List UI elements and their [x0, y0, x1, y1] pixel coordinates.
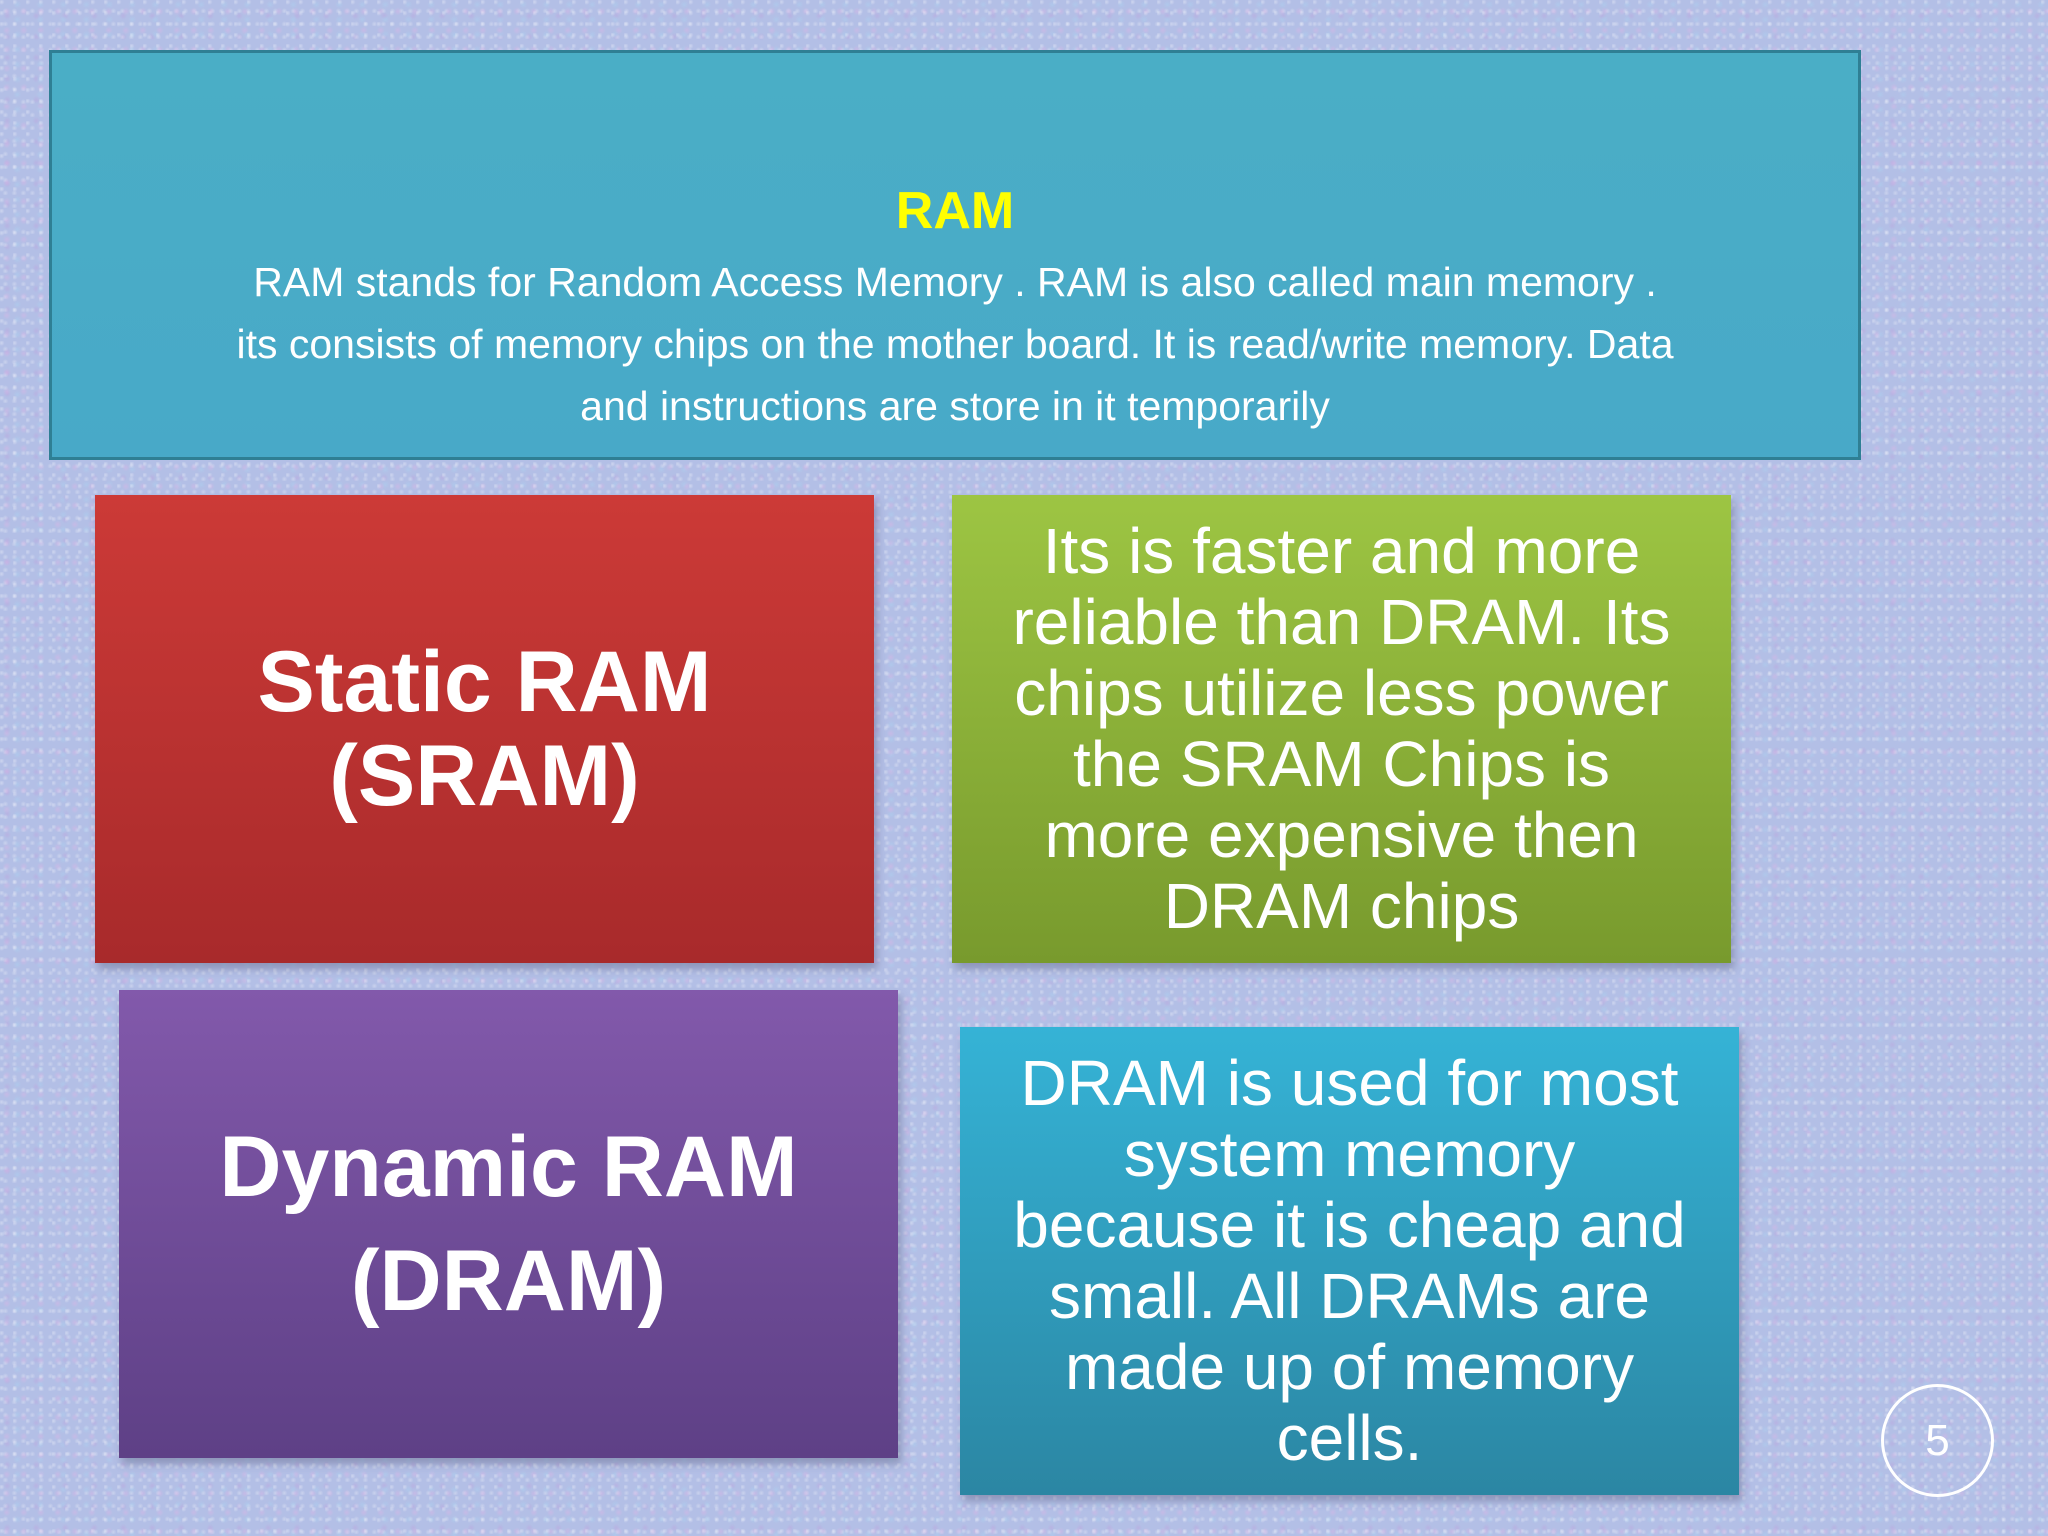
ram-definition-line-1: RAM stands for Random Access Memory . RA… — [253, 259, 1657, 305]
dynamic-ram-description-line: system memory — [1123, 1118, 1576, 1190]
dynamic-ram-description: DRAM is used for most system memory beca… — [1013, 1048, 1685, 1474]
dynamic-ram-description-line: DRAM is used for most — [1020, 1047, 1679, 1119]
ram-definition-line-3: and instructions are store in it tempora… — [580, 383, 1330, 429]
static-ram-description-line: DRAM chips — [1163, 870, 1520, 942]
dynamic-ram-description-line: because it is cheap and — [1013, 1189, 1686, 1261]
static-ram-name: Static RAM — [257, 634, 712, 730]
static-ram-description: Its is faster and more reliable than DRA… — [1012, 516, 1670, 942]
ram-title: RAM — [895, 182, 1015, 240]
static-ram-tile: Static RAM (SRAM) — [95, 495, 874, 963]
dynamic-ram-description-line: cells. — [1276, 1402, 1423, 1474]
static-ram-description-line: reliable than DRAM. Its — [1012, 586, 1671, 658]
dynamic-ram-abbreviation: (DRAM) — [350, 1233, 667, 1329]
slide-number: 5 — [1925, 1415, 1950, 1465]
dynamic-ram-tile: Dynamic RAM (DRAM) — [119, 990, 898, 1458]
dynamic-ram-description-line: made up of memory — [1064, 1331, 1635, 1403]
dynamic-ram-description-tile: DRAM is used for most system memory beca… — [960, 1027, 1739, 1495]
static-ram-description-line: more expensive then — [1044, 799, 1639, 871]
static-ram-heading: Static RAM (SRAM) — [258, 635, 712, 823]
ram-definition-box: RAM RAM stands for Random Access Memory … — [49, 50, 1861, 460]
static-ram-description-tile: Its is faster and more reliable than DRA… — [952, 495, 1731, 963]
static-ram-description-line: the SRAM Chips is — [1072, 728, 1611, 800]
dynamic-ram-description-line: small. All DRAMs are — [1049, 1260, 1650, 1332]
dynamic-ram-name: Dynamic RAM — [219, 1119, 798, 1215]
static-ram-description-line: chips utilize less power — [1014, 657, 1669, 729]
static-ram-description-line: Its is faster and more — [1042, 515, 1641, 587]
ram-definition-line-2: its consists of memory chips on the moth… — [236, 321, 1674, 367]
dynamic-ram-heading: Dynamic RAM (DRAM) — [219, 1110, 797, 1338]
slide-number-badge: 5 — [1881, 1384, 1994, 1497]
static-ram-abbreviation: (SRAM) — [329, 728, 640, 824]
